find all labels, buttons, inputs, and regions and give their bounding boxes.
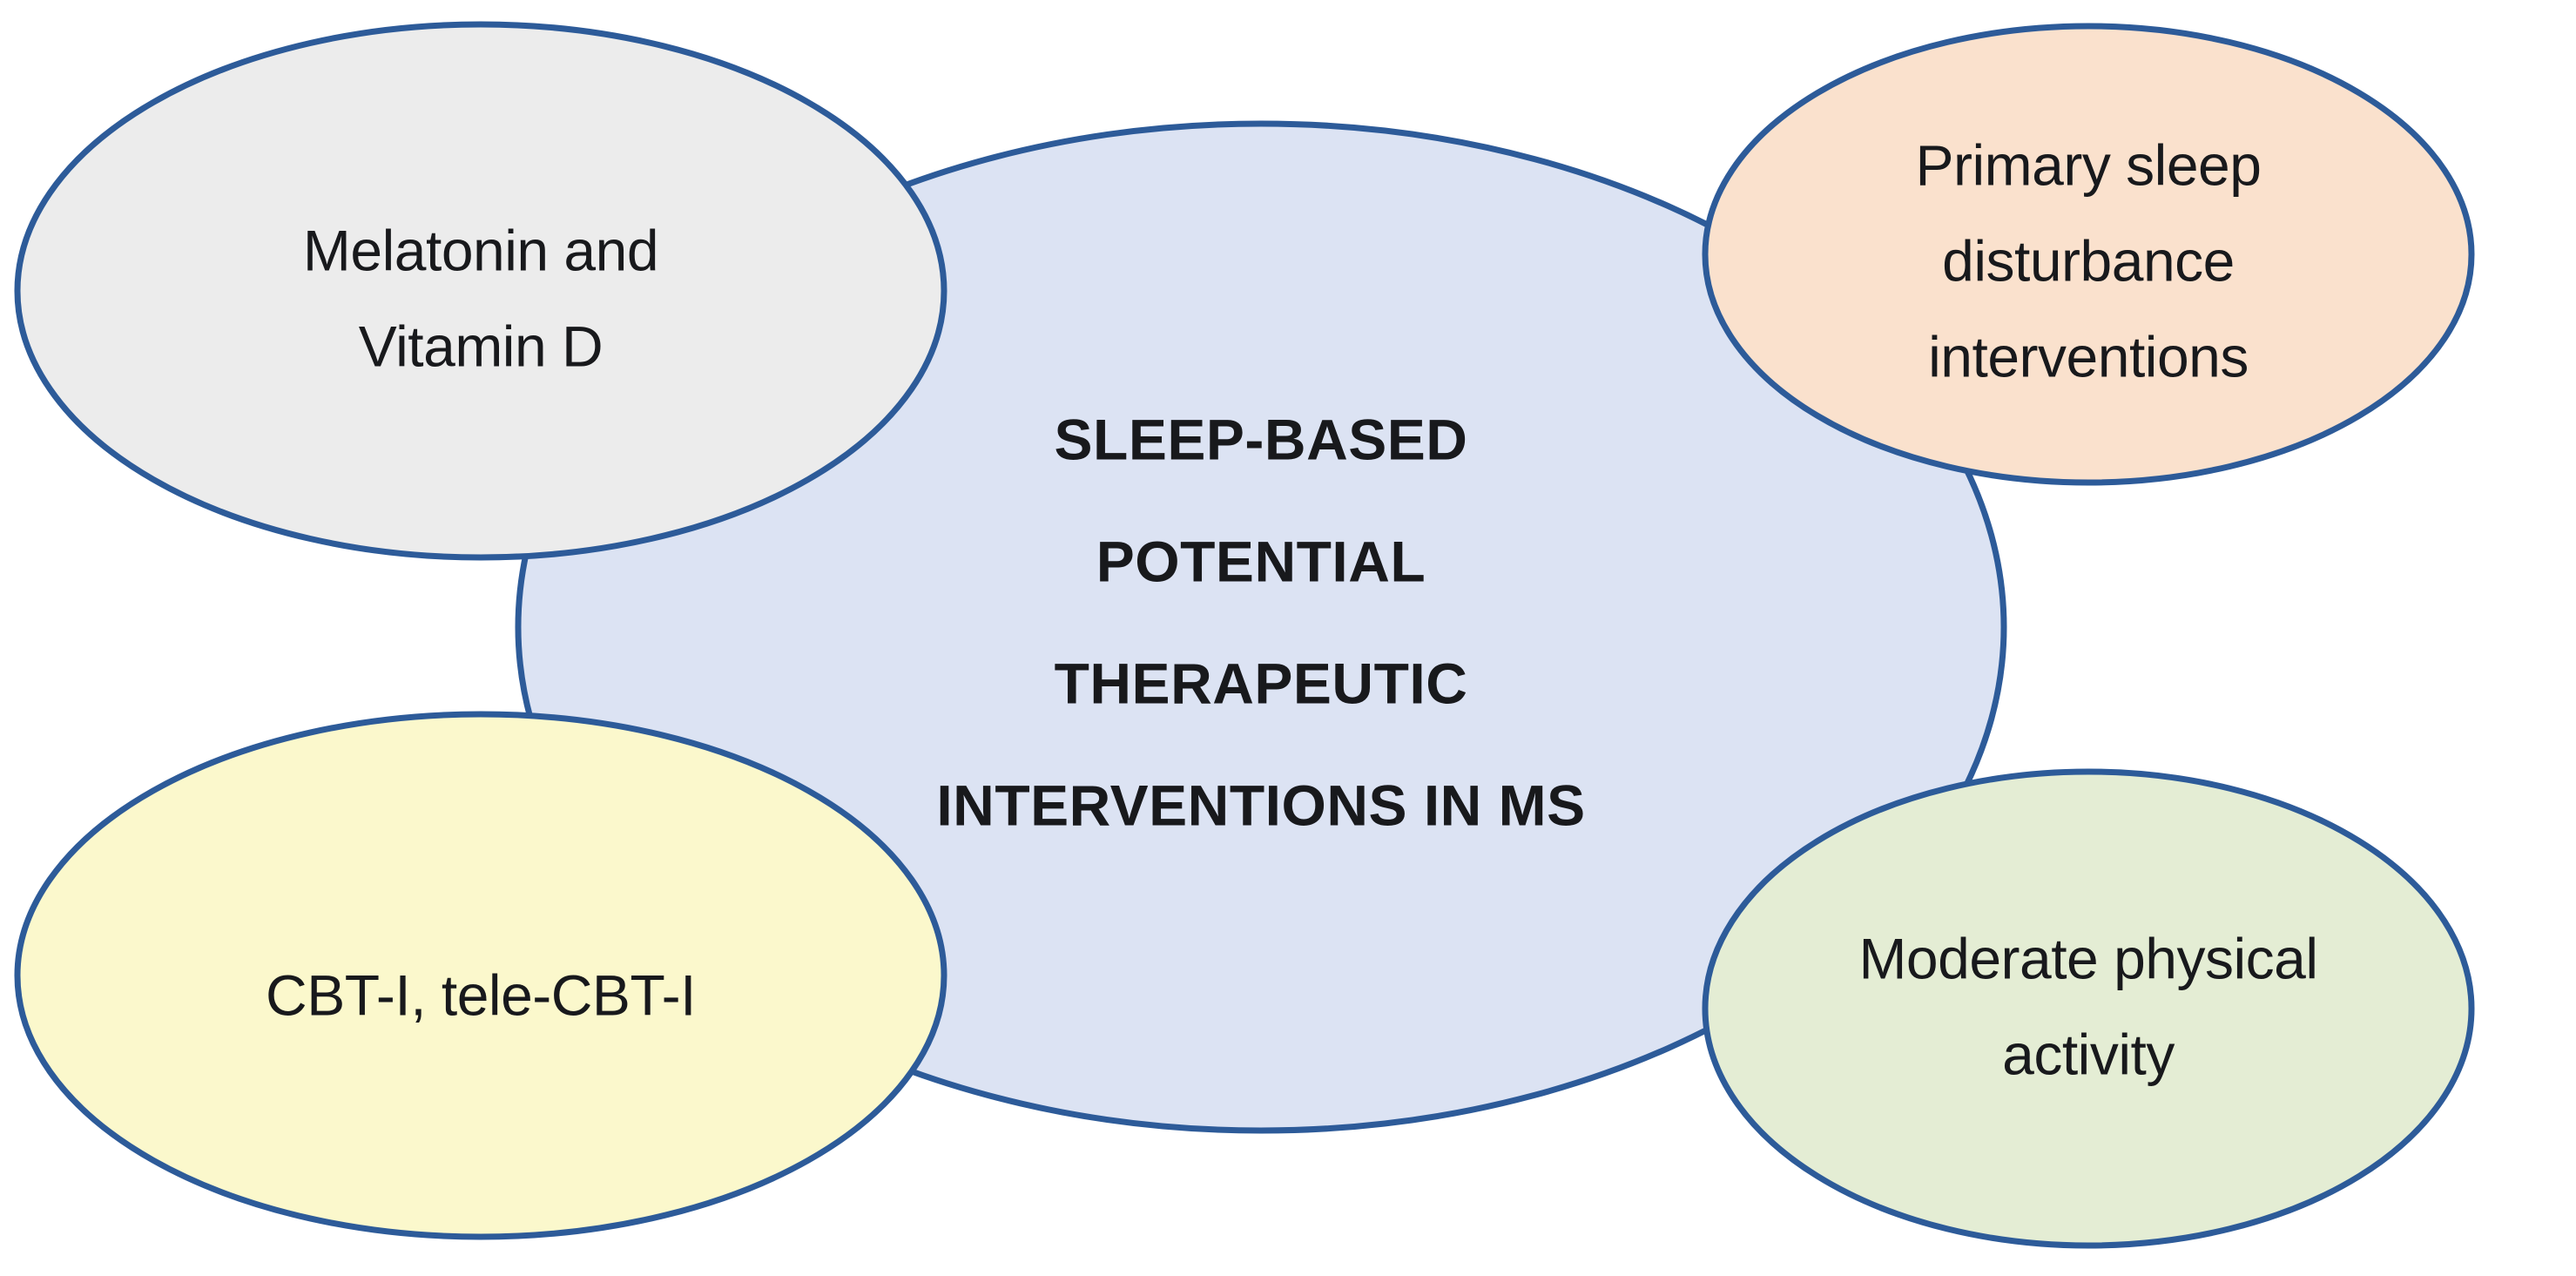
satellite-label-bottom-right: activity	[2002, 1022, 2175, 1086]
center-node-label: SLEEP-BASED	[1055, 407, 1468, 471]
satellite-label-top-left: Vitamin D	[359, 314, 603, 378]
satellite-node-primary-sleep-disturbance-interventions[interactable]: Primary sleep disturbance interventions	[1702, 23, 2475, 486]
satellite-label-bottom-right: Moderate physical	[1858, 926, 2317, 990]
satellite-node-cbt-i-tele-cbt-i[interactable]: CBT-I, tele-CBT-I	[14, 711, 947, 1240]
satellite-label-bottom-left: CBT-I, tele-CBT-I	[266, 962, 696, 1027]
satellite-ellipse-top-right	[1702, 23, 2475, 486]
satellite-label-top-left: Melatonin and	[303, 218, 658, 282]
satellite-node-moderate-physical-activity[interactable]: Moderate physical activity	[1702, 768, 2475, 1249]
satellite-label-top-right: disturbance	[1942, 228, 2235, 293]
satellite-ellipse-bottom-right	[1702, 768, 2475, 1249]
satellite-node-melatonin-and-vitamin-d[interactable]: Melatonin and Vitamin D	[14, 21, 947, 561]
center-node-label: INTERVENTIONS IN MS	[936, 773, 1585, 837]
satellite-label-top-right: Primary sleep	[1916, 132, 2262, 197]
satellite-label-top-right: interventions	[1928, 324, 2249, 388]
satellite-ellipse-bottom-left	[14, 711, 947, 1240]
satellite-ellipse-top-left	[14, 21, 947, 561]
center-node-label: THERAPEUTIC	[1055, 651, 1468, 715]
center-node-label: POTENTIAL	[1096, 529, 1426, 593]
